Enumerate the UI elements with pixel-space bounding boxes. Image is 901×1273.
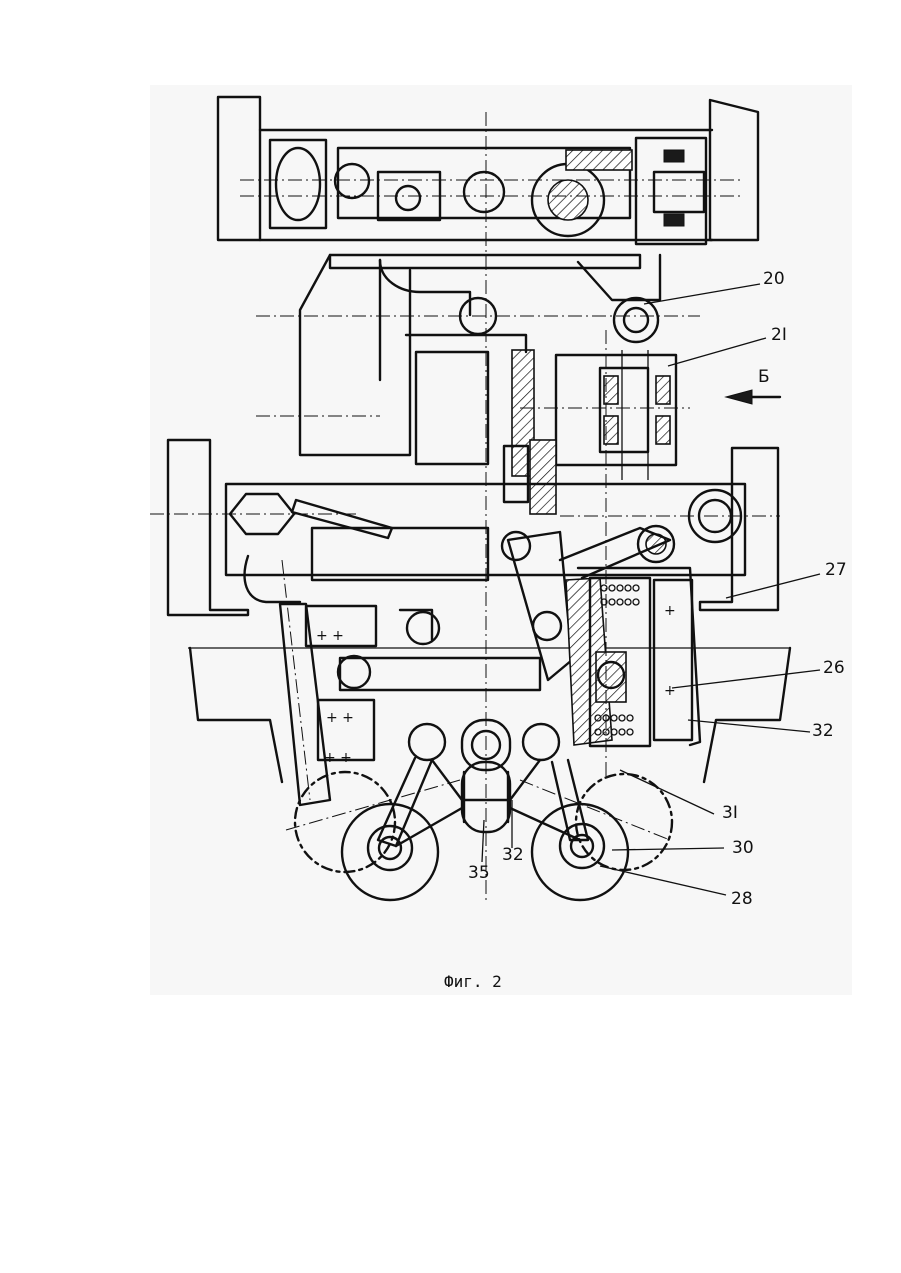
callout-20: 20 (763, 271, 785, 288)
callout-35: 35 (468, 865, 490, 882)
callout-27: 27 (825, 562, 847, 579)
svg-text:+: + (664, 683, 676, 699)
spring-top (601, 585, 639, 605)
view-arrow (726, 390, 780, 404)
callout-30: 30 (732, 840, 754, 857)
callout-32-right: 32 (812, 723, 834, 740)
figure-caption: Фиг. 2 (444, 972, 502, 991)
callout-28: 28 (731, 891, 753, 908)
callout-26: 26 (823, 660, 845, 677)
callout-31: 3I (722, 805, 738, 822)
svg-text:+: + (664, 603, 676, 619)
lever-linkage (502, 526, 700, 746)
callout-21: 2I (771, 327, 787, 344)
view-arrow-label: Б (758, 369, 770, 386)
callout-32-bottom: 32 (502, 847, 524, 864)
svg-text:+ +: + + (324, 750, 352, 766)
chassis-beam (150, 440, 790, 782)
top-frame (218, 97, 758, 244)
svg-text:+ +: + + (326, 710, 354, 726)
svg-text:+ +: + + (316, 628, 344, 644)
middle-housing (256, 255, 700, 514)
